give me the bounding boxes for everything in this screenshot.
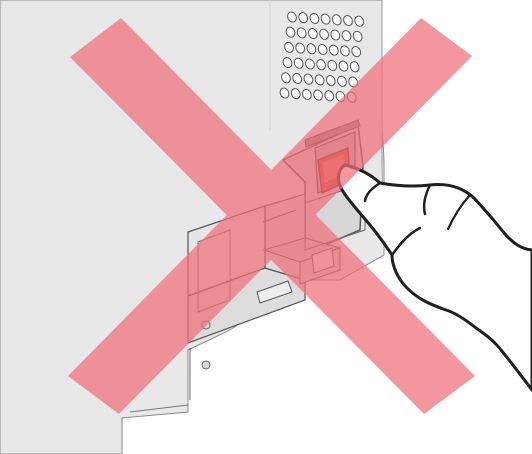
prohibited-action-illustration [0,0,532,454]
illustration-svg [0,0,532,454]
